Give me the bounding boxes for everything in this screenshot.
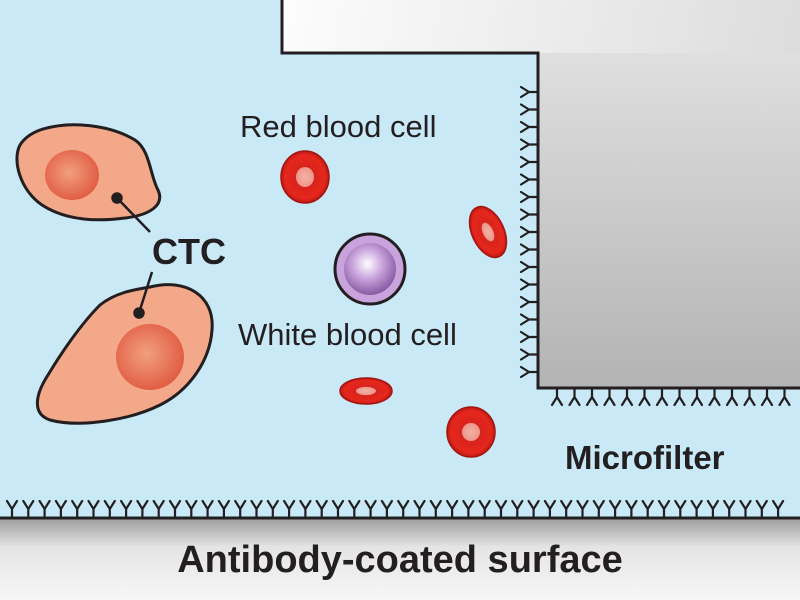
antibody-icon (519, 295, 539, 309)
filter-bottom-antibodies (550, 387, 791, 407)
antibody-icon (690, 387, 704, 407)
antibody-icon (266, 499, 279, 519)
antibody-icon (201, 499, 214, 519)
antibody-icon (364, 499, 377, 519)
microfilter-block (280, 0, 800, 390)
red-blood-cell-label: Red blood cell (240, 109, 436, 144)
ctc-cell-top (15, 123, 162, 222)
antibody-icon (603, 387, 616, 407)
antibody-icon (413, 499, 426, 519)
antibody-icon (519, 103, 539, 116)
antibody-icon (638, 387, 651, 407)
antibody-icon (690, 499, 703, 519)
antibody-icon (527, 499, 540, 519)
antibody-icon (778, 387, 791, 407)
ctc-cell-bottom (35, 283, 214, 425)
antibody-icon (478, 499, 491, 519)
antibody-icon (519, 225, 539, 239)
red-blood-cell (468, 205, 508, 259)
antibody-icon (585, 387, 599, 407)
antibody-icon (250, 499, 263, 519)
antibody-icon (22, 499, 35, 519)
antibody-icon (760, 387, 774, 407)
antibody-icon (592, 499, 605, 519)
ctc-label: CTC (152, 231, 226, 272)
antibody-icon (519, 155, 539, 169)
antibody-icon (331, 499, 345, 519)
antibody-icon (519, 365, 539, 379)
antibody-icon (511, 499, 524, 519)
antibody-icon (446, 499, 459, 519)
antibody-icon (657, 499, 671, 519)
filter-side-antibodies (519, 85, 539, 379)
antibody-icon (519, 313, 539, 326)
antibody-icon (725, 387, 739, 407)
red-blood-cell (339, 377, 393, 405)
antibody-icon (299, 499, 312, 519)
antibody-icon (519, 173, 539, 186)
antibody-icon (234, 499, 247, 519)
antibody-icon (315, 499, 328, 519)
ctc-pointer-lines (111, 192, 154, 319)
antibody-surface-label: Antibody-coated surface (177, 539, 623, 581)
antibody-icon (185, 499, 198, 519)
antibody-icon (54, 499, 67, 519)
antibody-icon (723, 499, 736, 519)
red-blood-cell (446, 406, 496, 458)
antibody-coated-surface (0, 516, 800, 600)
antibody-icon (609, 499, 622, 519)
antibody-icon (429, 499, 442, 519)
antibody-icon (519, 138, 539, 151)
antibody-icon (494, 499, 508, 519)
antibody-icon (397, 499, 410, 519)
white-blood-cell (333, 232, 407, 306)
antibody-icon (706, 499, 719, 519)
antibody-icon (103, 499, 116, 519)
antibody-icon (120, 499, 133, 519)
antibody-icon (348, 499, 361, 519)
antibody-icon (462, 499, 475, 519)
antibody-icon (519, 120, 539, 134)
antibody-icon (87, 499, 100, 519)
antibody-icon (519, 330, 539, 344)
surface-antibodies (5, 499, 785, 519)
antibody-icon (136, 499, 149, 519)
antibody-icon (168, 499, 182, 519)
antibody-icon (568, 387, 581, 407)
antibody-icon (283, 499, 296, 519)
antibody-icon (625, 499, 638, 519)
antibody-icon (739, 499, 752, 519)
antibody-icon (519, 190, 539, 204)
antibody-icon (674, 499, 687, 519)
antibody-icon (772, 499, 785, 519)
antibody-icon (217, 499, 230, 519)
antibody-icon (380, 499, 393, 519)
antibody-icon (71, 499, 84, 519)
antibody-icon (743, 387, 756, 407)
antibody-icon (519, 260, 539, 274)
antibody-icon (550, 387, 564, 407)
antibody-icon (655, 387, 669, 407)
antibody-icon (620, 387, 634, 407)
antibody-icon (755, 499, 768, 519)
antibody-icon (560, 499, 573, 519)
antibody-icon (673, 387, 686, 407)
antibody-icon (519, 278, 539, 291)
antibody-icon (152, 499, 165, 519)
antibody-icon (519, 348, 539, 361)
microfilter-label: Microfilter (565, 439, 725, 476)
antibody-icon (543, 499, 556, 519)
antibody-icon (519, 85, 539, 99)
white-blood-cell-label: White blood cell (238, 317, 457, 352)
antibody-icon (38, 499, 51, 519)
antibody-icon (576, 499, 589, 519)
antibody-icon (708, 387, 721, 407)
antibody-icon (641, 499, 654, 519)
antibody-icon (5, 499, 19, 519)
antibody-icon (519, 243, 539, 256)
red-blood-cell (280, 150, 330, 204)
antibody-icon (519, 208, 539, 221)
